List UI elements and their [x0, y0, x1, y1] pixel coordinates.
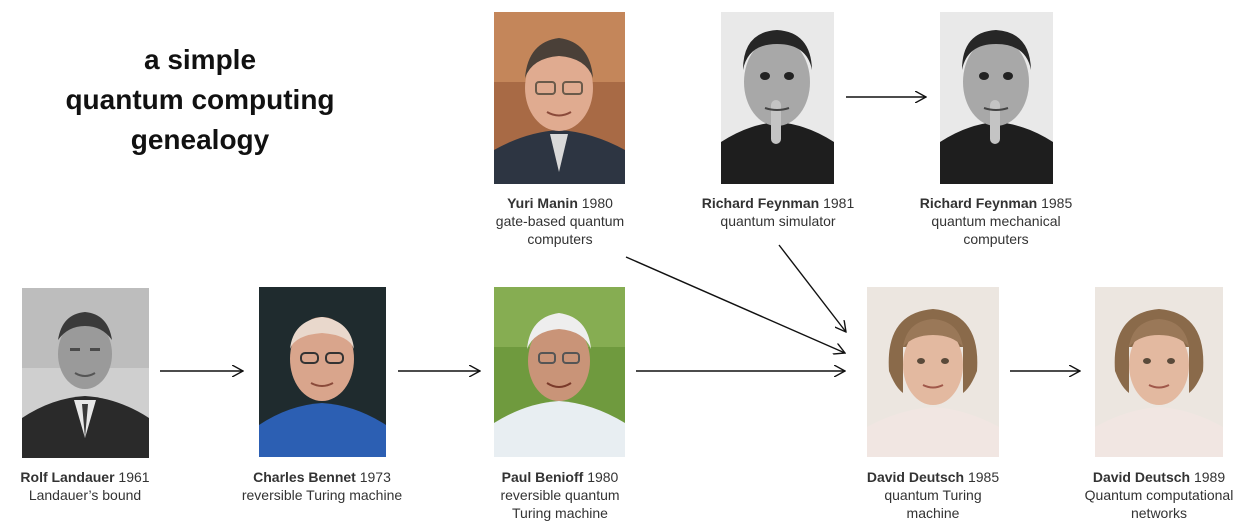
person-name: Rolf Landauer [20, 469, 115, 485]
caption-david-deutsch-1985: David Deutsch 1985 quantum Turing machin… [843, 468, 1023, 522]
person-contribution: reversible quantum [500, 487, 620, 503]
portrait-rolf-landauer [22, 288, 149, 458]
person-year: 1980 [581, 195, 613, 211]
title-line-2: quantum computing [65, 84, 335, 115]
caption-rolf-landauer: Rolf Landauer 1961 Landauer’s bound [5, 468, 165, 504]
person-contribution: reversible Turing machine [241, 487, 403, 503]
caption-yuri-manin: Yuri Manin 1980 gate-based quantum compu… [470, 194, 650, 248]
person-year: 1980 [587, 469, 619, 485]
person-contribution: quantum mechanical [931, 213, 1061, 229]
caption-david-deutsch-1989: David Deutsch 1989 Quantum computational… [1064, 468, 1254, 522]
portrait-david-deutsch-1985 [867, 287, 999, 457]
portrait-charles-bennet [259, 287, 386, 457]
person-name: Yuri Manin [507, 195, 578, 211]
title-line-3: genealogy [130, 124, 270, 155]
caption-paul-benioff: Paul Benioff 1980 reversible quantum Tur… [470, 468, 650, 522]
page-title: a simple quantum computing genealogy [40, 40, 360, 160]
person-year: 1985 [967, 469, 1000, 485]
caption-richard-feynman-1985: Richard Feynman 1985 quantum mechanical … [898, 194, 1094, 248]
portrait-richard-feynman-1985 [940, 12, 1053, 184]
person-name: David Deutsch [866, 469, 965, 485]
person-name: Richard Feynman [701, 195, 820, 211]
person-year: 1989 [1193, 469, 1226, 485]
person-contribution-cont: machine [906, 505, 960, 521]
portrait-yuri-manin [494, 12, 625, 184]
person-contribution: gate-based quantum [495, 213, 625, 229]
person-year: 1985 [1041, 195, 1073, 211]
person-contribution-cont: Turing machine [512, 505, 608, 521]
person-contribution-cont: computers [963, 231, 1029, 247]
portrait-richard-feynman-1981 [721, 12, 834, 184]
person-name: Charles Bennet [253, 469, 356, 485]
portrait-paul-benioff [494, 287, 625, 457]
arrow-manin-to-deutsch-1985 [625, 256, 845, 353]
person-contribution: quantum Turing [884, 487, 982, 503]
person-contribution: Landauer’s bound [28, 487, 142, 503]
person-contribution-cont: computers [527, 231, 593, 247]
caption-richard-feynman-1981: Richard Feynman 1981 quantum simulator [680, 194, 876, 230]
person-name: Richard Feynman [919, 195, 1038, 211]
person-contribution-cont: networks [1130, 505, 1188, 521]
person-year: 1981 [823, 195, 855, 211]
portrait-david-deutsch-1989 [1095, 287, 1223, 457]
person-name: Paul Benioff [501, 469, 584, 485]
caption-charles-bennet: Charles Bennet 1973 reversible Turing ma… [212, 468, 432, 504]
person-contribution: Quantum computational [1084, 487, 1234, 503]
arrow-feynman-to-deutsch-1985 [778, 244, 846, 332]
person-year: 1973 [359, 469, 391, 485]
person-name: David Deutsch [1092, 469, 1191, 485]
person-year: 1961 [118, 469, 150, 485]
person-contribution: quantum simulator [720, 213, 836, 229]
title-line-1: a simple [143, 44, 257, 75]
